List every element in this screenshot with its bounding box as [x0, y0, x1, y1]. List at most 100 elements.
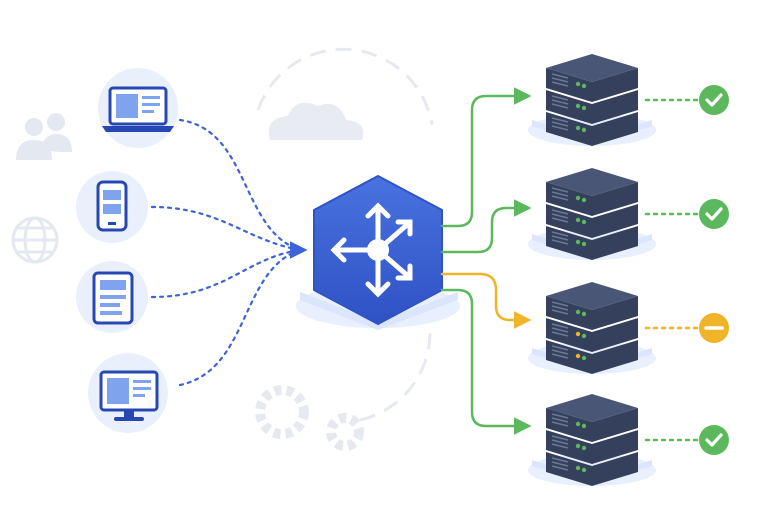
server-vent: [551, 99, 569, 105]
connector-server-1: [440, 87, 532, 228]
server-vent: [551, 209, 569, 215]
users-icon: [16, 113, 72, 160]
check-icon: [699, 85, 729, 115]
check-mark: [705, 93, 723, 107]
server-led: [575, 195, 581, 201]
client-connections: [150, 118, 302, 387]
status-layer: [644, 85, 729, 455]
server-vent: [551, 349, 569, 355]
bottom-arc-decor: [359, 329, 432, 422]
server-top: [546, 168, 638, 196]
server-vent: [551, 331, 569, 337]
server-vent: [551, 435, 569, 441]
server-vent: [551, 309, 569, 315]
server-unit: [546, 112, 638, 146]
server-vent: [551, 191, 569, 197]
server-connections: [440, 87, 532, 435]
server-3: [528, 282, 656, 374]
server-vent: [551, 305, 569, 311]
server-unit: [546, 182, 638, 216]
minus-icon: [699, 313, 729, 343]
gears-icon: [255, 385, 364, 451]
server-led: [581, 445, 587, 451]
check-icon: [699, 199, 729, 229]
tablet-icon: [92, 271, 134, 325]
server-top: [546, 54, 638, 82]
server-led: [581, 467, 587, 473]
connector-phone: [150, 205, 302, 252]
server-unit: [546, 226, 638, 260]
connector-monitor: [178, 248, 302, 387]
check-icon: [699, 425, 729, 455]
server-vent: [551, 81, 569, 87]
server-vent: [551, 103, 569, 109]
server-unit: [546, 318, 638, 352]
server-unit: [546, 296, 638, 330]
server-led: [575, 309, 581, 315]
server-vent: [551, 235, 569, 241]
server-vent: [551, 443, 569, 449]
server-top: [546, 282, 638, 310]
server-led: [581, 127, 587, 133]
cloud-icon: [268, 102, 364, 140]
server-led: [575, 81, 581, 87]
client-desktop-monitor: [88, 353, 168, 433]
server-vent: [551, 327, 569, 333]
server-led: [575, 421, 581, 427]
server-1: [528, 54, 656, 146]
server-led: [581, 105, 587, 111]
status-circle: [699, 425, 729, 455]
server-led: [575, 465, 581, 471]
server-vent: [551, 217, 569, 223]
server-led: [581, 311, 587, 317]
server-led: [581, 219, 587, 225]
check-mark: [705, 433, 723, 447]
server-unit: [546, 430, 638, 464]
server-vent: [551, 195, 569, 201]
server-vent: [551, 301, 569, 307]
server-vent: [551, 117, 569, 123]
server-led: [575, 103, 581, 109]
globe-icon: [11, 216, 59, 264]
server-vent: [551, 239, 569, 245]
server-vent: [551, 187, 569, 193]
server-vent: [551, 125, 569, 131]
connector-tablet: [150, 248, 302, 299]
load-balancer: [296, 175, 460, 330]
cloud-arc-decor: [256, 47, 434, 126]
server-unit: [546, 408, 638, 442]
server-led: [581, 333, 587, 339]
server-vent: [551, 213, 569, 219]
server-4: [528, 394, 656, 486]
connector-server-3: [440, 272, 532, 329]
server-vent: [551, 461, 569, 467]
check-mark: [705, 207, 723, 221]
server-vent: [551, 95, 569, 101]
status-circle: [699, 85, 729, 115]
server-vent: [551, 73, 569, 79]
connector-server-4: [440, 288, 532, 435]
server-led: [581, 83, 587, 89]
smartphone-icon: [96, 180, 128, 232]
server-led: [581, 423, 587, 429]
server-vent: [551, 421, 569, 427]
server-led: [581, 197, 587, 203]
server-vent: [551, 231, 569, 237]
server-led: [575, 331, 581, 337]
connector-server-2: [440, 199, 532, 254]
server-led: [575, 239, 581, 245]
server-unit: [546, 452, 638, 486]
server-vent: [551, 77, 569, 83]
laptop-icon: [102, 86, 174, 132]
server-led: [575, 353, 581, 359]
server-vent: [551, 457, 569, 463]
client-smartphone: [76, 171, 148, 243]
server-vent: [551, 353, 569, 359]
server-unit: [546, 68, 638, 102]
server-unit: [546, 90, 638, 124]
servers-layer: [528, 54, 656, 486]
server-led: [581, 241, 587, 247]
server-led: [575, 125, 581, 131]
